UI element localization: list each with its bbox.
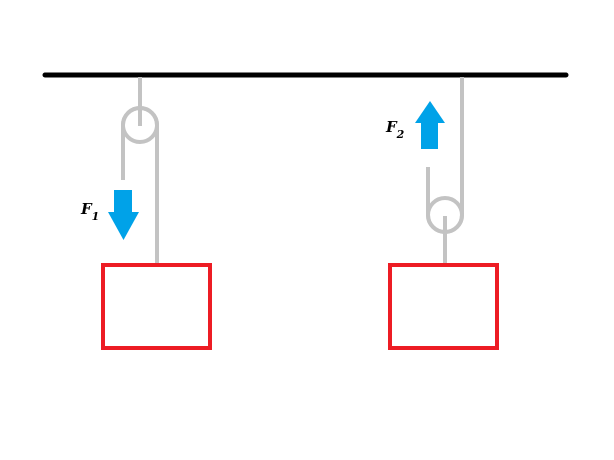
load-box-right — [388, 263, 499, 350]
fixed-pulley-system — [121, 77, 159, 265]
movable-pulley-system — [426, 77, 464, 265]
rope — [121, 106, 159, 265]
down-arrow-icon — [108, 190, 139, 240]
load-box-left — [101, 263, 212, 350]
up-arrow-icon — [415, 101, 445, 149]
rope — [426, 77, 464, 234]
force-label-f1: F1 — [80, 200, 99, 223]
force-label-f2: F2 — [385, 118, 405, 141]
